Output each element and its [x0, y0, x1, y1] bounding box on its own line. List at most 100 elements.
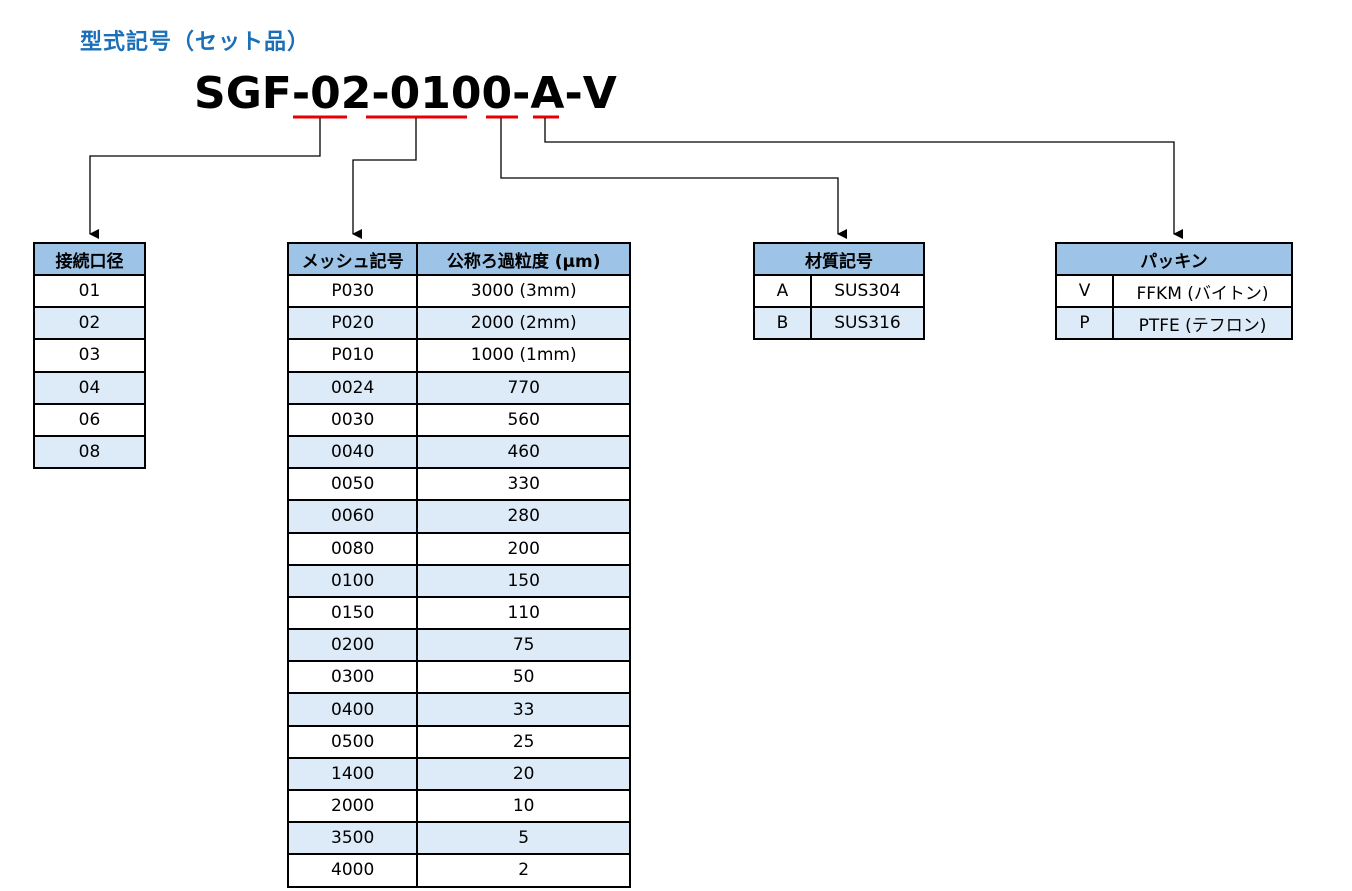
- model-code: SGF-02-0100-A-V: [194, 66, 617, 122]
- mesh-cell-0: 2000: [286, 788, 419, 824]
- mesh-cell-0: 0050: [286, 467, 419, 502]
- connection-cell-0: 04: [33, 370, 146, 405]
- connector-connection: [89, 118, 321, 239]
- packing-cell-1: PTFE (テフロン): [1112, 306, 1293, 341]
- mesh-cell-0: 0060: [286, 499, 419, 534]
- connection-cell-0: 03: [33, 338, 146, 373]
- mesh-cell-1: 5: [416, 821, 631, 856]
- material-cell-0: B: [753, 306, 812, 341]
- mesh-cell-0: 0080: [286, 531, 419, 566]
- connection-cell-0: 01: [33, 273, 146, 309]
- mesh-cell-0: P010: [286, 338, 419, 373]
- mesh-cell-1: 2000 (2mm): [416, 306, 631, 341]
- table-row: 03: [33, 338, 146, 373]
- mesh-cell-1: 25: [416, 724, 631, 759]
- material-cell-1: SUS304: [810, 273, 925, 309]
- material-cell-1: SUS316: [810, 306, 925, 341]
- mesh-cell-0: 0400: [286, 692, 419, 727]
- mesh-cell-0: 1400: [286, 756, 419, 792]
- packing-cell-1: FFKM (バイトン): [1112, 273, 1293, 309]
- mesh-cell-1: 50: [416, 660, 631, 695]
- mesh-cell-0: 0040: [286, 434, 419, 470]
- mesh-cell-0: 0024: [286, 370, 419, 405]
- connector-packing: [544, 118, 1183, 239]
- mesh-cell-0: P030: [286, 273, 419, 309]
- connection-cell-0: 02: [33, 306, 146, 341]
- mesh-cell-1: 560: [416, 402, 631, 437]
- filtration-rating-header: 公称ろ過粒度 (μm): [416, 242, 631, 276]
- packing-cell-0: P: [1054, 306, 1115, 341]
- model-code-dash: -: [291, 68, 311, 119]
- mesh-cell-1: 75: [416, 628, 631, 663]
- mesh-cell-1: 330: [416, 467, 631, 502]
- connection-size-header: 接続口径: [33, 242, 146, 276]
- material-header: 材質記号: [753, 242, 925, 276]
- table-row: 04: [33, 370, 146, 405]
- mesh-cell-1: 200: [416, 531, 631, 566]
- mesh-cell-1: 2: [416, 853, 631, 888]
- table-row: 06: [33, 402, 146, 437]
- page-heading: 型式記号（セット品）: [80, 30, 311, 55]
- model-code-dash: -: [512, 68, 531, 119]
- mesh-cell-0: 0150: [286, 595, 419, 631]
- mesh-cell-1: 33: [416, 692, 631, 727]
- mesh-cell-1: 460: [416, 434, 631, 470]
- connector-mesh: [352, 118, 417, 239]
- mesh-cell-1: 150: [416, 563, 631, 598]
- packing-cell-0: V: [1054, 273, 1115, 309]
- model-code-dash: -: [564, 68, 583, 119]
- table-row: 08: [33, 434, 146, 470]
- packing-header: パッキン: [1055, 242, 1293, 276]
- mesh-cell-0: 0100: [286, 563, 419, 598]
- connector-material: [500, 118, 847, 239]
- table-row: 02: [33, 306, 146, 341]
- connection-cell-0: 06: [33, 402, 146, 437]
- mesh-cell-0: P020: [286, 306, 419, 341]
- mesh-cell-0: 0200: [286, 628, 419, 663]
- model-code-series: SGF: [194, 68, 292, 119]
- mesh-cell-0: 3500: [286, 821, 419, 856]
- connection-cell-0: 08: [33, 434, 146, 470]
- table-row: 01: [33, 273, 146, 309]
- mesh-cell-0: 0300: [286, 660, 419, 695]
- model-code-connection: 02: [310, 68, 372, 119]
- mesh-cell-0: 4000: [286, 853, 419, 888]
- mesh-cell-0: 0030: [286, 402, 419, 437]
- mesh-cell-1: 3000 (3mm): [416, 273, 631, 309]
- model-code-mesh: 0100: [389, 68, 513, 119]
- mesh-cell-1: 20: [416, 756, 631, 792]
- mesh-cell-1: 10: [416, 788, 631, 824]
- mesh-cell-1: 280: [416, 499, 631, 534]
- mesh-cell-1: 770: [416, 370, 631, 405]
- model-code-material: A: [530, 68, 565, 119]
- mesh-cell-0: 0500: [286, 724, 419, 759]
- mesh-cell-1: 110: [416, 595, 631, 631]
- model-code-packing: V: [582, 68, 617, 119]
- model-code-dash: -: [371, 68, 390, 119]
